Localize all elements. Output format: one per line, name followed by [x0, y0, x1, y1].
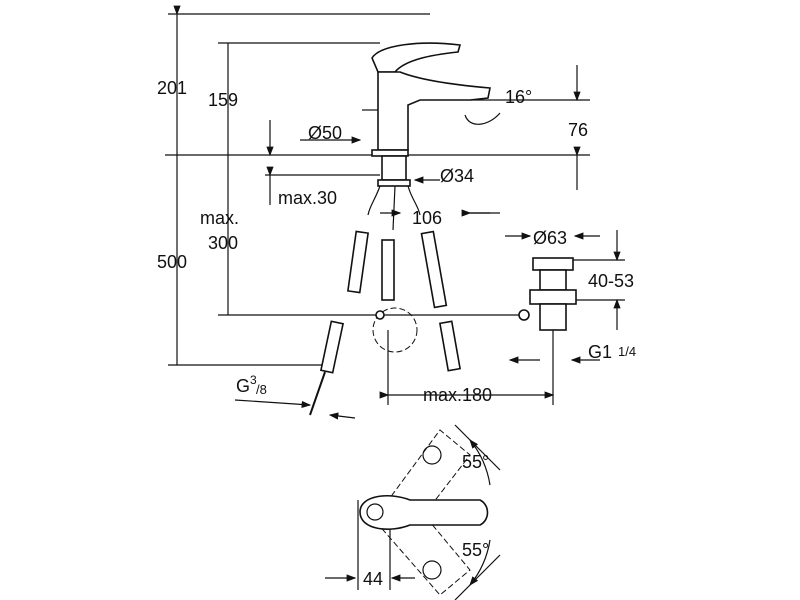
- dim-55-bottom: 55°: [462, 540, 489, 560]
- dim-d63: Ø63: [533, 228, 567, 248]
- dim-d34: Ø34: [440, 166, 474, 186]
- dim-g-num: 3: [250, 373, 257, 387]
- dim-g-den: /8: [256, 382, 267, 397]
- dim-159: 159: [208, 90, 238, 110]
- dim-201: 201: [157, 78, 187, 98]
- dim-55-top: 55°: [462, 452, 489, 472]
- dim-max-label: max.: [200, 208, 239, 228]
- dim-max180: max.180: [423, 385, 492, 405]
- dim-106: 106: [412, 208, 442, 228]
- dim-16deg: 16°: [505, 87, 532, 107]
- dim-max30: max.30: [278, 188, 337, 208]
- faucet-top-view: [359, 424, 501, 600]
- dim-44: 44: [363, 569, 383, 589]
- waste-fitting: [518, 257, 577, 331]
- supply-hoses: [309, 230, 462, 416]
- dim-g1-frac: 1/4: [618, 344, 636, 359]
- faucet-side-view: [362, 42, 501, 231]
- dim-300: 300: [208, 233, 238, 253]
- dim-500: 500: [157, 252, 187, 272]
- dim-g1: G1: [588, 342, 612, 362]
- dimension-lines: [165, 5, 625, 590]
- dim-76: 76: [568, 120, 588, 140]
- dim-40-53: 40-53: [588, 271, 634, 291]
- dim-g: G: [236, 376, 250, 396]
- dim-d50: Ø50: [308, 123, 342, 143]
